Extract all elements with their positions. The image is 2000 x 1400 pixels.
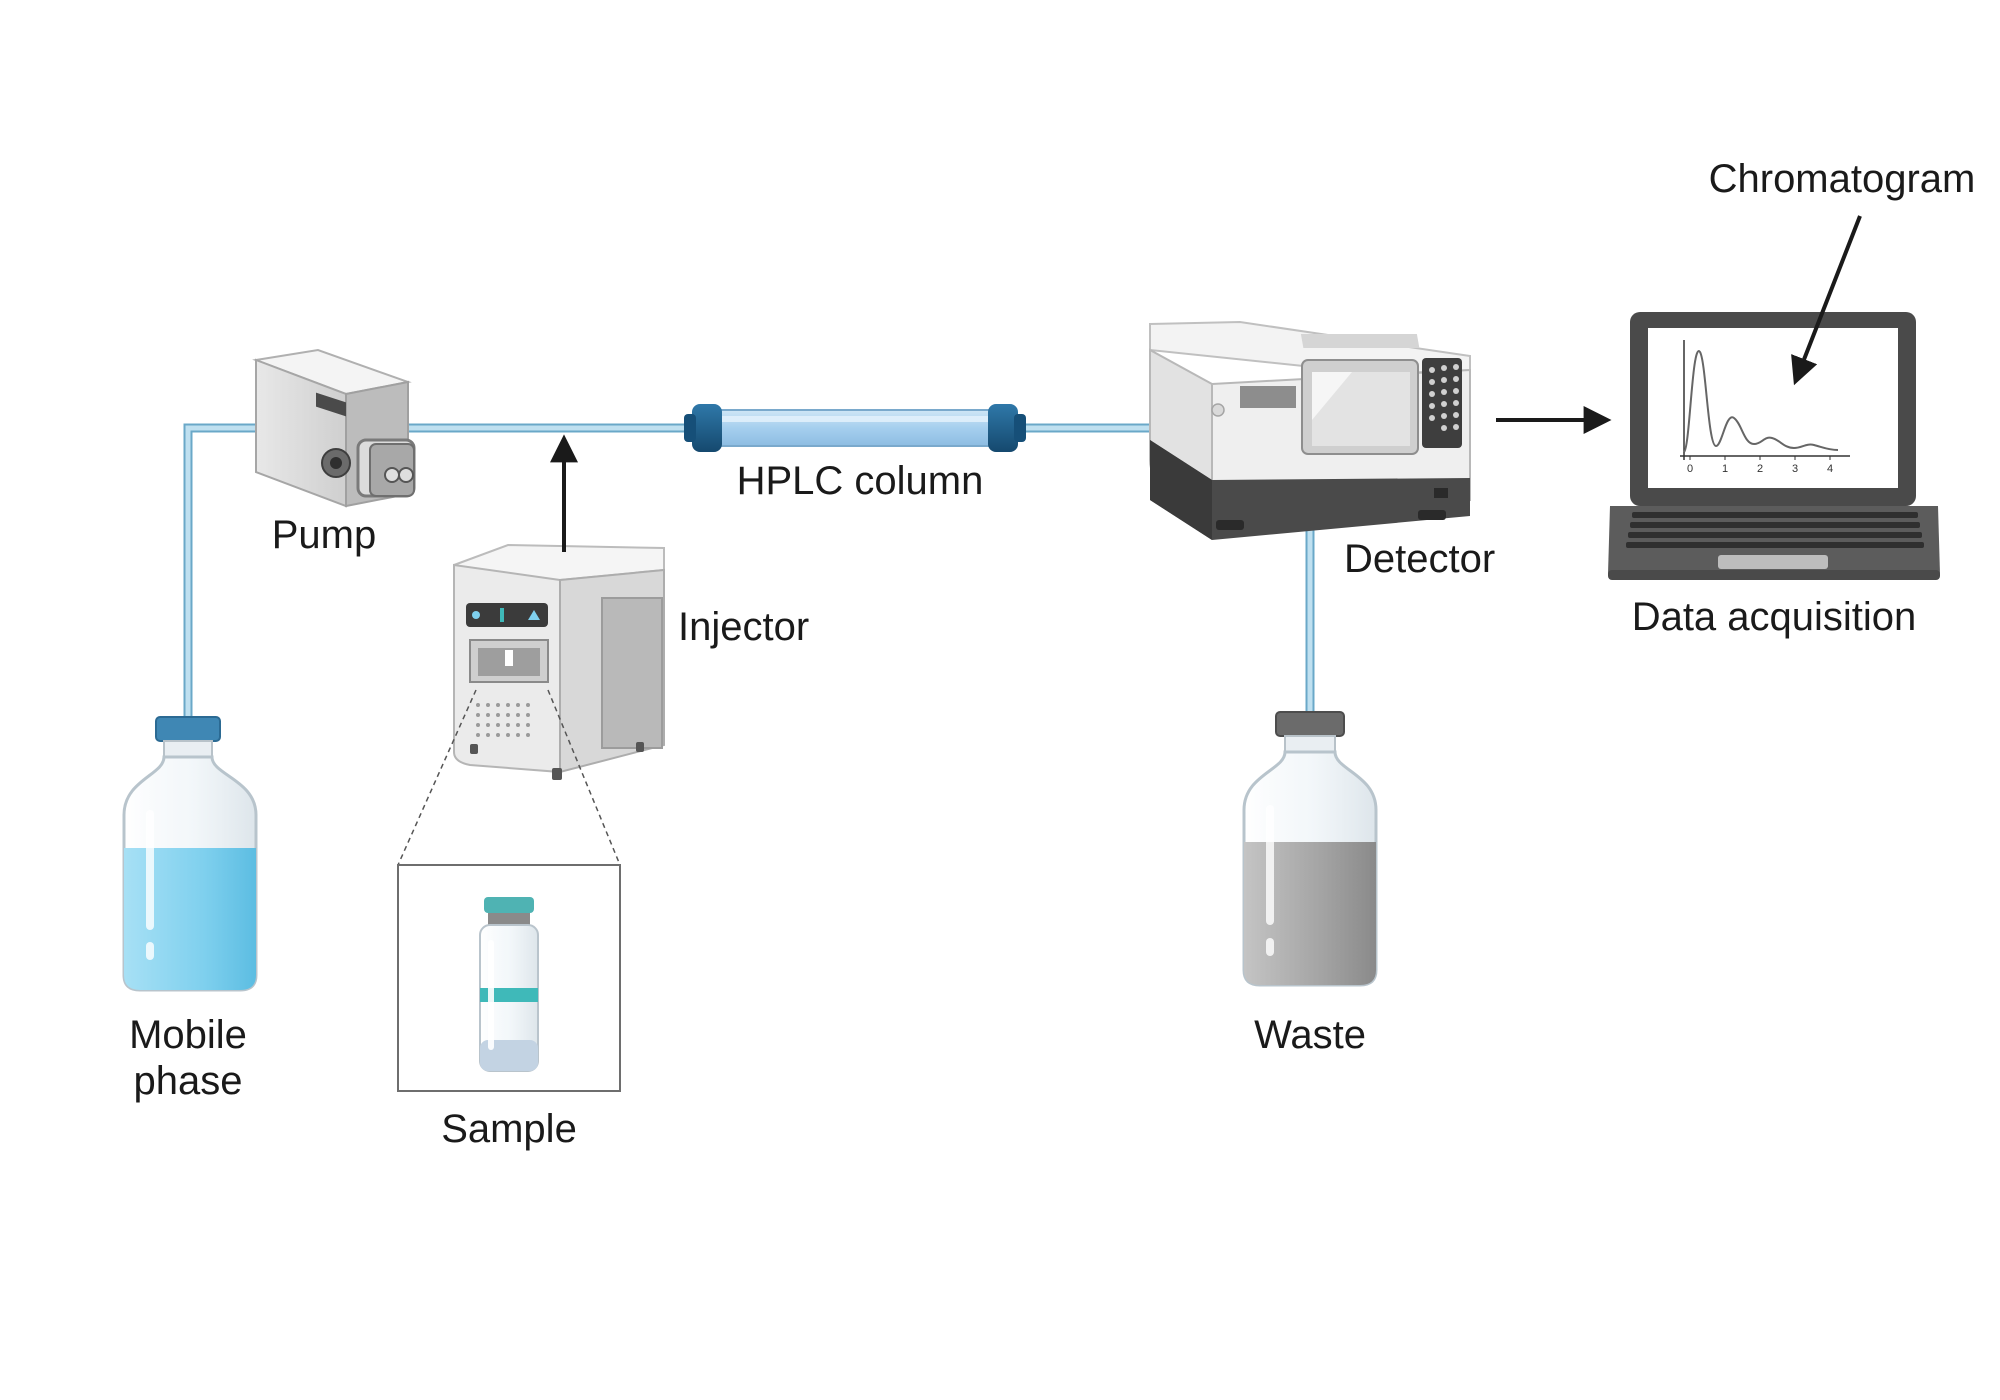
tick-3: 3 xyxy=(1792,463,1798,475)
label-waste: Waste xyxy=(1254,1013,1366,1057)
tick-0: 0 xyxy=(1687,463,1693,475)
chromatogram-plot: 0 1 2 3 4 xyxy=(1680,340,1850,475)
tick-1: 1 xyxy=(1722,463,1728,475)
mobile-phase-bottle xyxy=(122,716,258,992)
label-mobile-phase-2: phase xyxy=(134,1059,243,1103)
tick-2: 2 xyxy=(1757,463,1763,475)
pump xyxy=(252,348,416,508)
keyboard xyxy=(1626,512,1924,548)
labels: Mobile phase Pump Injector Sample HPLC c… xyxy=(129,157,1975,1151)
waste-bottle xyxy=(1242,711,1378,987)
label-sample: Sample xyxy=(441,1107,577,1151)
tick-4: 4 xyxy=(1827,463,1833,475)
label-mobile-phase-1: Mobile xyxy=(129,1013,247,1057)
chromatogram-arrow xyxy=(1791,215,1862,386)
label-data-acquisition: Data acquisition xyxy=(1632,595,1917,639)
label-column: HPLC column xyxy=(737,459,984,503)
tubing xyxy=(183,423,1315,720)
label-injector: Injector xyxy=(678,605,809,649)
detector xyxy=(1149,320,1471,540)
sample-box xyxy=(397,864,621,1092)
laptop xyxy=(1608,312,1940,580)
hplc-column xyxy=(684,404,1026,452)
zoom-lines xyxy=(397,689,621,866)
label-chromatogram: Chromatogram xyxy=(1709,157,1976,201)
label-detector: Detector xyxy=(1344,537,1495,581)
injector xyxy=(453,543,665,780)
label-pump: Pump xyxy=(272,513,377,557)
